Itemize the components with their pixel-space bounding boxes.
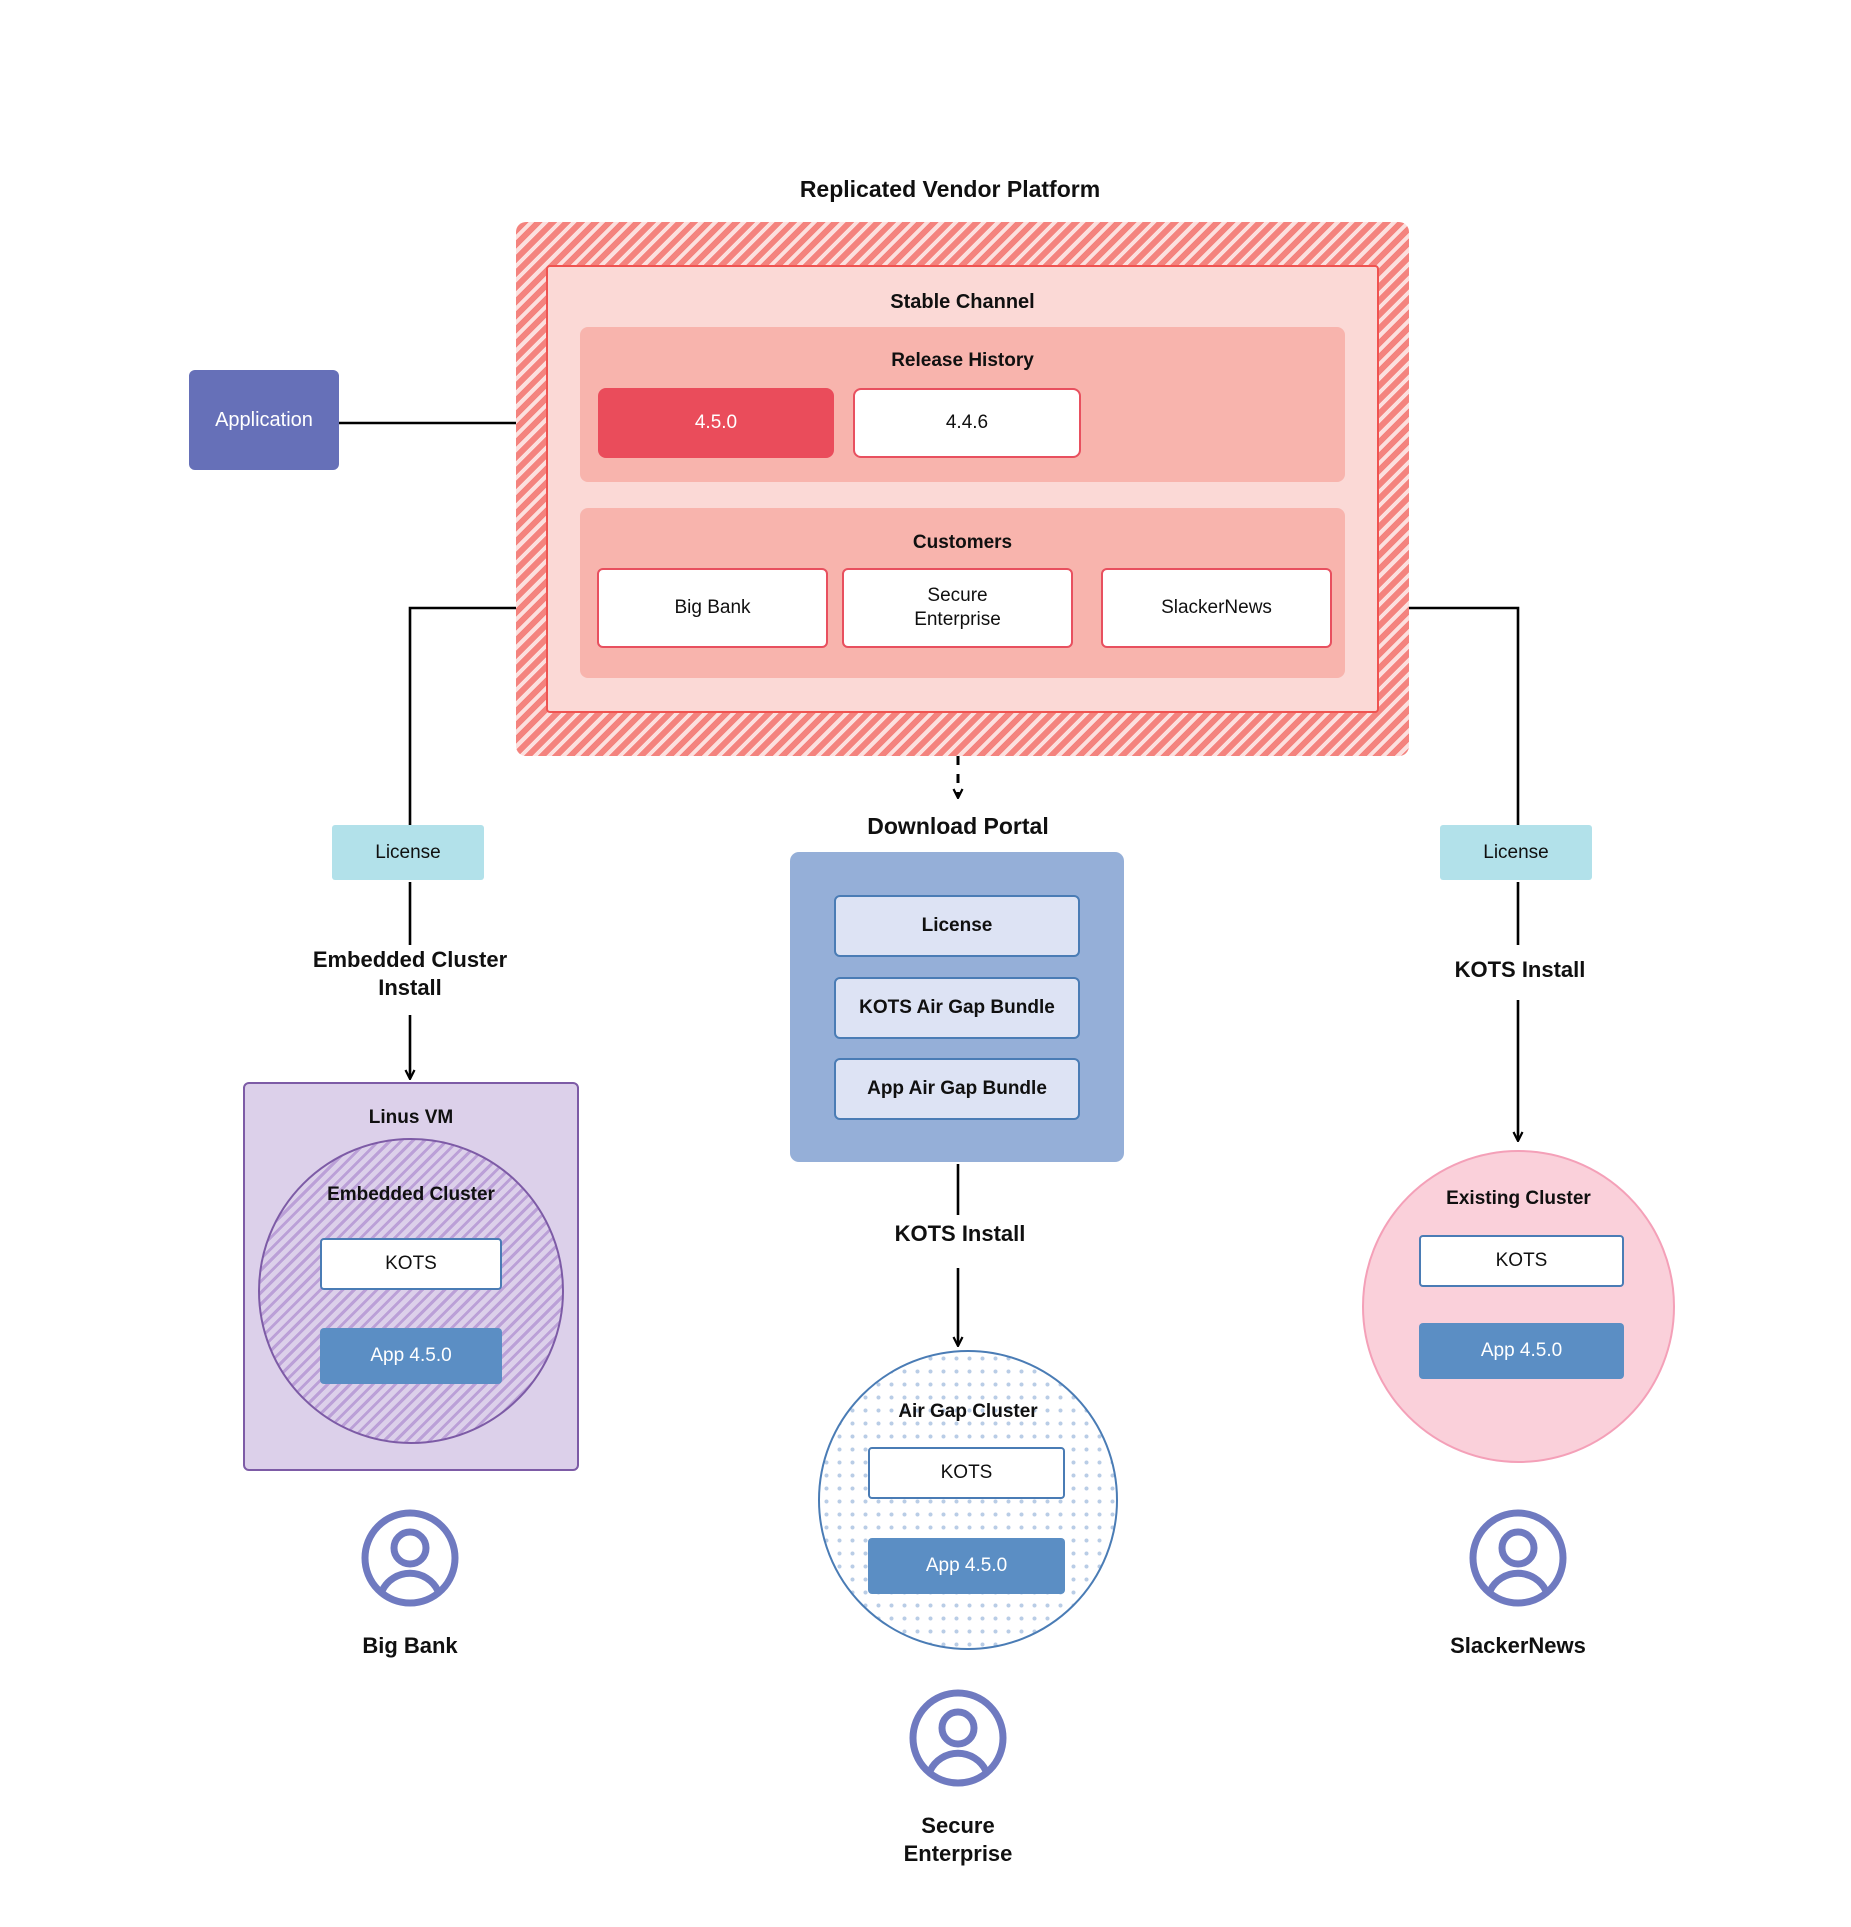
linuxvm-app-box[interactable]: App 4.5.0 — [320, 1328, 502, 1384]
persona-name-big-bank: Big Bank — [362, 1633, 458, 1658]
embedded-cluster-title: Embedded Cluster — [327, 1184, 495, 1205]
persona-name-slackernews: SlackerNews — [1450, 1633, 1586, 1658]
linux-vm-title: Linus VM — [368, 1107, 454, 1128]
edge-label-embedded-cluster-install: Embedded Cluster Install — [312, 947, 508, 1000]
user-avatar-icon — [908, 1688, 1008, 1788]
air-gap-cluster-circle — [818, 1350, 1118, 1650]
edge-label-kots-install-center: KOTS Install — [894, 1221, 1026, 1246]
license-chip-right[interactable]: License — [1440, 825, 1592, 880]
portal-item-kots-air-gap-bundle[interactable]: KOTS Air Gap Bundle — [834, 977, 1080, 1039]
release-item-previous[interactable]: 4.4.6 — [853, 388, 1081, 458]
existing-cluster-circle — [1362, 1150, 1675, 1463]
customers-title: Customers — [912, 532, 1013, 553]
license-chip-left[interactable]: License — [332, 825, 484, 880]
airgap-app-box[interactable]: App 4.5.0 — [868, 1538, 1065, 1594]
edge-label-kots-install-right: KOTS Install — [1454, 957, 1586, 982]
persona-name-secure-enterprise: Secure Enterprise — [903, 1813, 1013, 1866]
existing-app-box[interactable]: App 4.5.0 — [1419, 1323, 1624, 1379]
release-history-title: Release History — [891, 350, 1034, 371]
user-avatar-icon — [1468, 1508, 1568, 1608]
existing-kots-box[interactable]: KOTS — [1419, 1235, 1624, 1287]
download-portal-title: Download Portal — [867, 813, 1049, 839]
release-item-current[interactable]: 4.5.0 — [598, 388, 834, 458]
air-gap-cluster-title: Air Gap Cluster — [898, 1401, 1038, 1422]
linuxvm-kots-box[interactable]: KOTS — [320, 1238, 502, 1290]
embedded-cluster-circle — [258, 1138, 564, 1444]
portal-item-app-air-gap-bundle[interactable]: App Air Gap Bundle — [834, 1058, 1080, 1120]
customer-card-secure-enterprise[interactable]: Secure Enterprise — [842, 568, 1073, 648]
stable-channel-title: Stable Channel — [890, 291, 1035, 313]
existing-cluster-title: Existing Cluster — [1446, 1188, 1591, 1209]
airgap-kots-box[interactable]: KOTS — [868, 1447, 1065, 1499]
user-avatar-icon — [360, 1508, 460, 1608]
customer-card-big-bank[interactable]: Big Bank — [597, 568, 828, 648]
customer-card-slackernews[interactable]: SlackerNews — [1101, 568, 1332, 648]
portal-item-license[interactable]: License — [834, 895, 1080, 957]
platform-title: Replicated Vendor Platform — [799, 176, 1101, 202]
application-node[interactable]: Application — [189, 370, 339, 470]
